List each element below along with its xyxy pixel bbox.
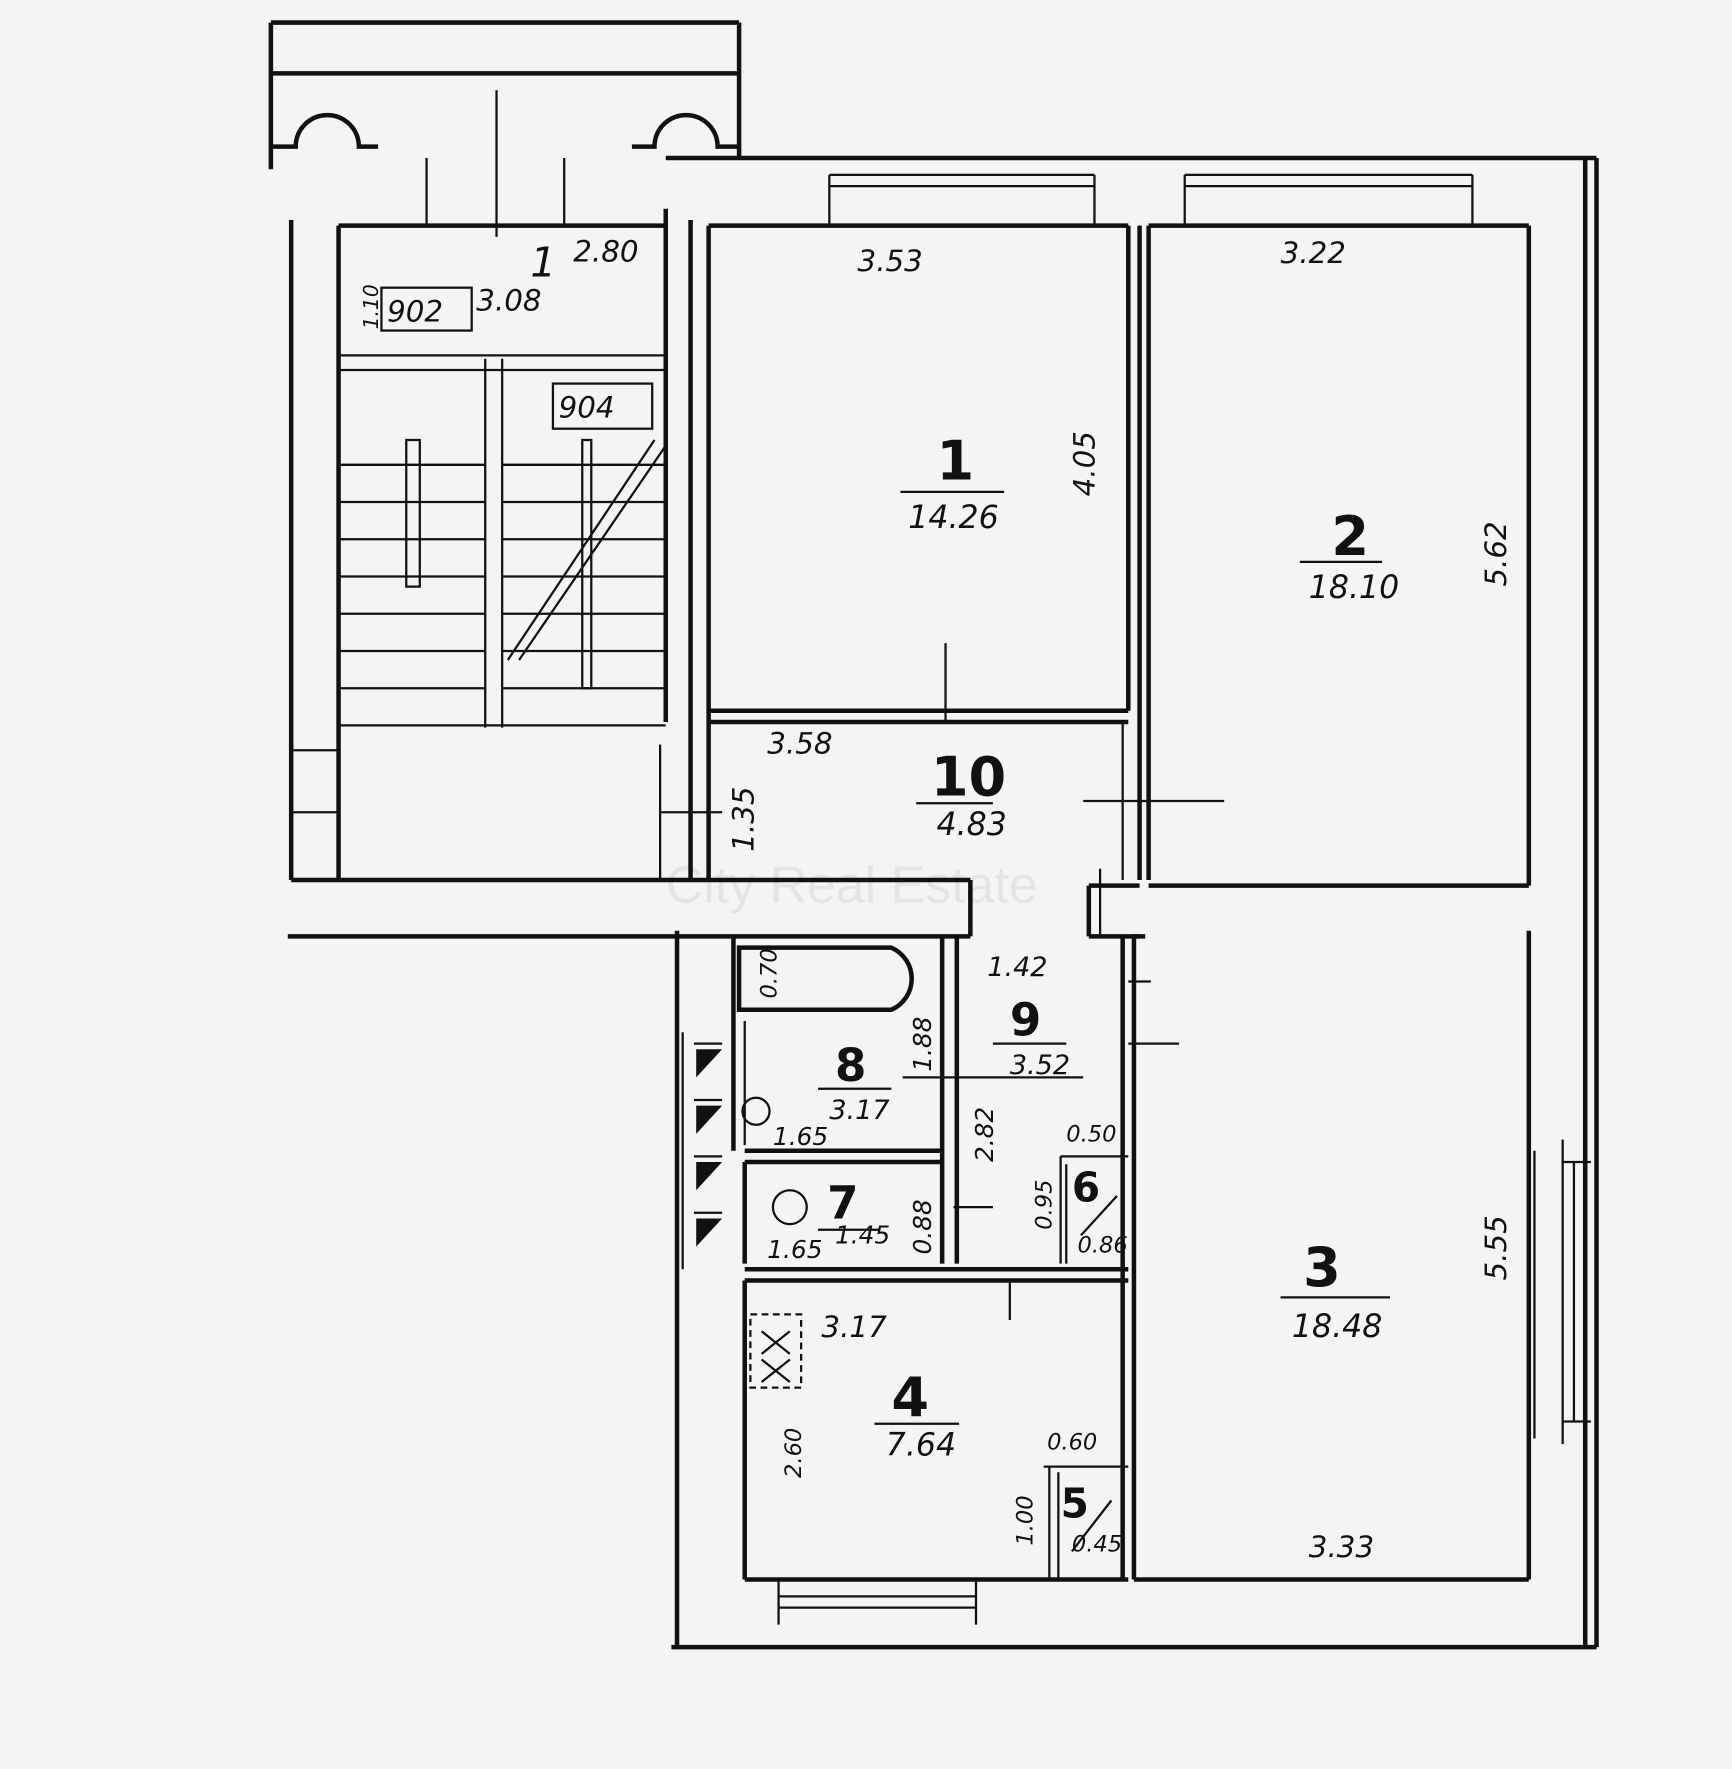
room-area: 7.64 [886, 1427, 956, 1463]
staircase-number: 1 [530, 238, 556, 286]
room-length: 2.60 [781, 1428, 807, 1478]
room-area: 0.45 [1072, 1531, 1122, 1557]
box-label-904: 904 [559, 390, 615, 424]
room-number: 2 [1331, 505, 1369, 568]
room-width: 0.60 [1047, 1430, 1097, 1456]
room-width: 3.53 [858, 244, 923, 278]
room-3: 3 18.48 3.33 5.55 [1280, 1215, 1513, 1564]
box-label-902: 902 [387, 295, 443, 329]
room-area: 1.45 [835, 1220, 890, 1249]
room-6: 6 0.86 0.50 0.95 [1032, 1122, 1128, 1259]
room-2: 2 18.10 3.22 5.62 [1281, 236, 1514, 606]
room-width: 3.58 [767, 727, 832, 761]
room-area: 3.52 [1010, 1050, 1070, 1081]
room-area: 18.48 [1292, 1309, 1382, 1345]
staircase-dim-small: 1.10 [359, 284, 383, 329]
room-10: 10 4.83 3.58 1.35 [727, 727, 1007, 852]
room-5: 5 0.45 0.60 1.00 [1012, 1430, 1122, 1558]
room-length: 1.35 [727, 786, 761, 851]
room-number: 5 [1061, 1479, 1089, 1527]
room-1: 1 14.26 3.53 4.05 [858, 244, 1102, 536]
room-number: 8 [835, 1039, 866, 1092]
room-length: 5.55 [1479, 1215, 1513, 1280]
room-area: 3.17 [829, 1095, 889, 1126]
room-4: 4 7.64 3.17 2.60 [781, 1310, 960, 1478]
room-number: 10 [931, 745, 1006, 808]
room-width: 1.65 [767, 1235, 822, 1264]
room-length: 5.62 [1479, 521, 1513, 586]
room-area: 18.10 [1309, 570, 1399, 606]
room-area: 14.26 [908, 500, 998, 536]
room-width: 3.33 [1309, 1530, 1374, 1564]
room-length: 1.00 [1012, 1495, 1038, 1545]
room-length: 4.05 [1067, 431, 1101, 496]
bathtub-label: 0.70 [756, 948, 782, 998]
room-9: 9 3.52 1.42 2.82 [970, 952, 1070, 1162]
room-area: 0.86 [1078, 1232, 1128, 1258]
room-width: 3.17 [821, 1310, 887, 1344]
staircase-labels: 1 2.80 902 3.08 1.10 904 [359, 235, 654, 430]
room-number: 6 [1072, 1164, 1100, 1212]
room-width: 1.65 [773, 1122, 828, 1151]
staircase-dim-side: 3.08 [476, 283, 541, 317]
staircase-dim-top: 2.80 [573, 235, 638, 269]
room-number: 7 [827, 1176, 858, 1229]
room-width: 3.22 [1281, 236, 1346, 270]
room-7: 7 1.45 1.65 0.88 [767, 1176, 937, 1263]
room-width: 0.50 [1066, 1122, 1116, 1148]
room-number: 4 [891, 1366, 929, 1429]
room-number: 1 [937, 429, 975, 492]
watermark: City Real Estate [666, 856, 1038, 914]
room-number: 3 [1303, 1236, 1341, 1299]
room-length: 2.82 [970, 1107, 999, 1162]
room-number: 9 [1010, 994, 1041, 1047]
walls [268, 20, 1599, 1650]
room-length: 0.95 [1032, 1180, 1058, 1230]
room-width: 1.42 [987, 952, 1047, 983]
room-8: 8 3.17 1.65 1.88 0.70 [756, 948, 937, 1151]
room-area: 4.83 [937, 807, 1007, 843]
room-length: 1.88 [908, 1017, 937, 1072]
room-length: 0.88 [908, 1199, 937, 1254]
